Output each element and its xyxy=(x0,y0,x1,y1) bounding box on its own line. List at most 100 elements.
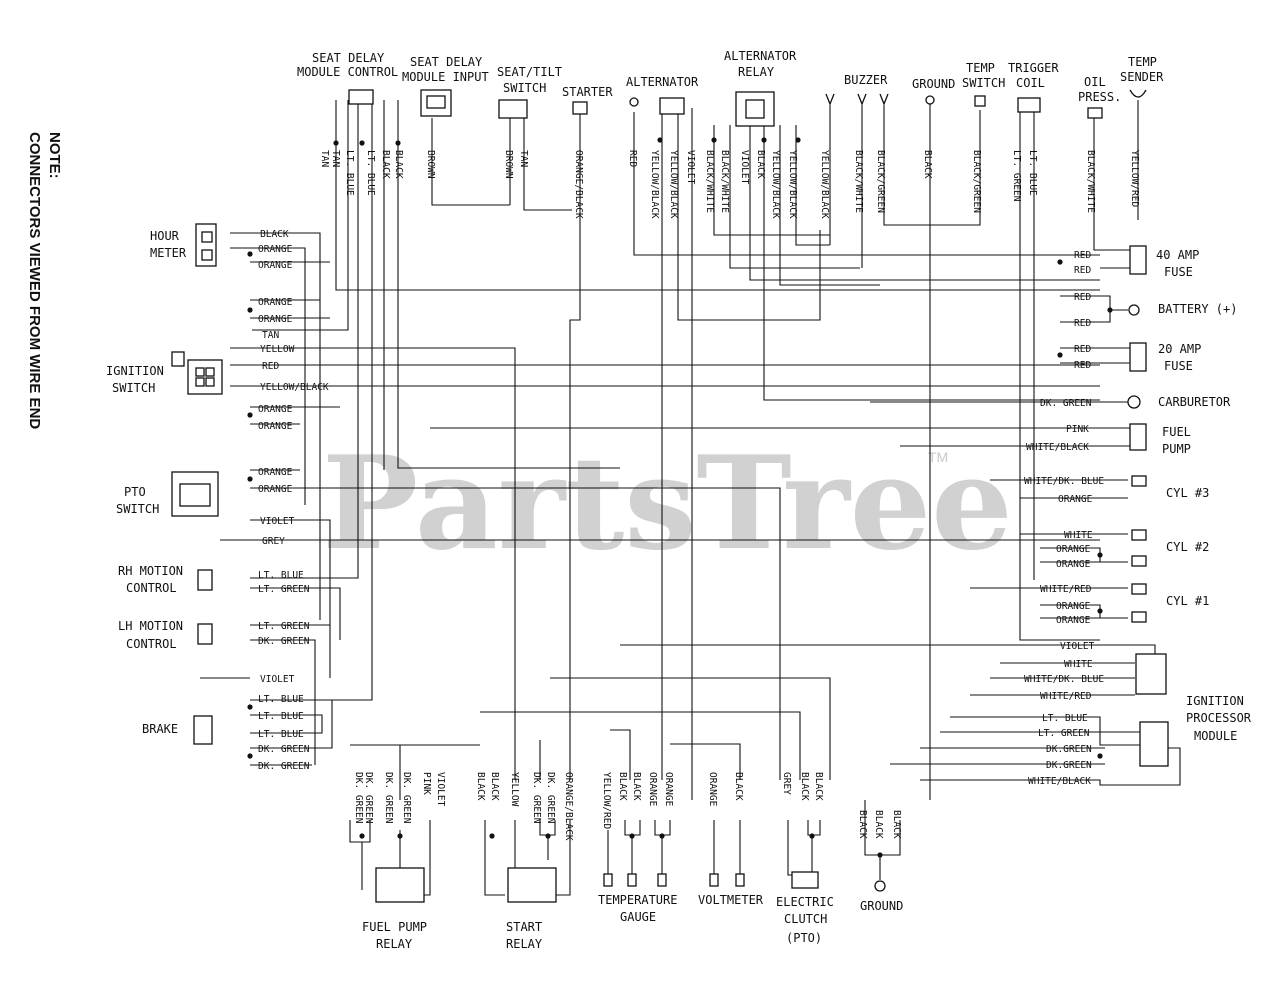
wire-orange-black xyxy=(569,112,581,780)
label-seat-tilt-1: SEAT/TILT xyxy=(497,65,562,79)
temp-gauge-terminal-3 xyxy=(657,873,667,887)
ground-bottom-terminal xyxy=(874,880,886,892)
voltmeter-terminal-2 xyxy=(735,873,745,887)
label-alternator: ALTERNATOR xyxy=(626,75,699,89)
fuse-20-holder xyxy=(1129,342,1147,372)
wl-left: LT. BLUE xyxy=(258,729,304,740)
wl-top: BLACK/WHITE xyxy=(704,150,715,213)
wl-bottom: DK. GREEN xyxy=(545,772,556,824)
wires xyxy=(200,100,1181,896)
wl-top: BLACK/WHITE xyxy=(1085,150,1096,213)
wl-right: WHITE xyxy=(1064,530,1093,541)
wl-left: BLACK xyxy=(260,229,289,240)
alternator-connector xyxy=(659,97,685,115)
watermark: PartsTree TM xyxy=(322,429,1013,579)
wl-left: ORANGE xyxy=(258,404,293,415)
wire-orange-h8 xyxy=(250,487,781,780)
wl-right: LT. GREEN xyxy=(1038,728,1090,739)
wl-left: VIOLET xyxy=(260,674,295,685)
wl-left: TAN xyxy=(262,330,279,341)
wl-left: YELLOW xyxy=(260,344,295,355)
ignition-processor-connector xyxy=(1139,721,1169,767)
wl-right: WHITE/RED xyxy=(1040,584,1092,595)
label-lh-motion-2: CONTROL xyxy=(126,637,177,651)
wl-left: YELLOW/BLACK xyxy=(260,382,329,393)
wire-labels-left: BLACK ORANGE ORANGE ORANGE ORANGE TAN YE… xyxy=(258,229,329,772)
wire-yellow-black-3 xyxy=(779,125,880,286)
alternator-terminal xyxy=(629,97,639,107)
wl-left: RED xyxy=(262,361,279,372)
alternator-relay-connector xyxy=(735,91,775,127)
wire-white-black-r2 xyxy=(920,747,1181,786)
wl-right: DK. GREEN xyxy=(1040,398,1092,409)
trigger-coil-connector xyxy=(1017,97,1041,113)
wire-black-3 xyxy=(763,125,1100,401)
label-battery: BATTERY (+) xyxy=(1158,302,1237,316)
label-pto-switch-1: PTO xyxy=(124,485,146,499)
label-ignition-switch-1: IGNITION xyxy=(106,364,164,378)
wl-right: RED xyxy=(1074,318,1091,329)
label-hour-meter-2: METER xyxy=(150,246,187,260)
wire-tan-2 xyxy=(252,100,349,331)
wire-black-white-4 xyxy=(1093,118,1100,251)
fuel-pump-connector xyxy=(1129,423,1147,451)
wl-top: YELLOW/BLACK xyxy=(668,150,679,219)
cyl3-connector-a xyxy=(1131,475,1147,487)
wl-right: DK.GREEN xyxy=(1046,744,1092,755)
wl-left: LT. BLUE xyxy=(258,570,304,581)
label-buzzer: BUZZER xyxy=(844,73,888,87)
wl-top: VIOLET xyxy=(685,150,696,185)
wire-yellow-black-2 xyxy=(677,108,821,321)
wire-lt-blue xyxy=(250,100,359,579)
temp-sender-terminal xyxy=(1129,89,1147,98)
label-cyl3: CYL #3 xyxy=(1166,486,1209,500)
label-fuse-20-2: FUSE xyxy=(1164,359,1193,373)
wl-right: ORANGE xyxy=(1056,559,1091,570)
wl-bottom: PINK xyxy=(421,772,432,795)
label-trigger-coil-2: COIL xyxy=(1016,76,1045,90)
watermark-text: PartsTree xyxy=(322,429,1013,579)
label-seat-tilt-2: SWITCH xyxy=(503,81,546,95)
wl-left: ORANGE xyxy=(258,297,293,308)
wire-labels-bottom: DK. GREEN DK. GREEN DK. GREEN DK. GREEN … xyxy=(353,772,902,841)
wl-top: YELLOW/BLACK xyxy=(819,150,830,219)
wire-black-white xyxy=(713,125,830,236)
label-carburetor: CARBURETOR xyxy=(1158,395,1231,409)
wire-yellow-h xyxy=(230,347,516,780)
wl-bottom: BLACK xyxy=(475,772,486,801)
label-fuel-pump-relay-1: FUEL PUMP xyxy=(362,920,427,934)
wl-left: ORANGE xyxy=(258,484,293,495)
connectors xyxy=(171,89,1169,903)
label-lh-motion-1: LH MOTION xyxy=(118,619,183,633)
label-cyl2: CYL #2 xyxy=(1166,540,1209,554)
fuse-40-holder xyxy=(1129,245,1147,275)
wl-right: ORANGE xyxy=(1056,615,1091,626)
label-alternator-relay-1: ALTERNATOR xyxy=(724,49,797,63)
wl-top: YELLOW/RED xyxy=(1129,150,1140,207)
wl-top: BLACK/WHITE xyxy=(719,150,730,213)
electric-clutch-connector xyxy=(791,871,819,889)
wl-top: BLACK/GREEN xyxy=(875,150,886,213)
wl-left: DK. GREEN xyxy=(258,744,310,755)
ignition-switch-aux xyxy=(171,351,185,367)
wire-ec-2 xyxy=(807,820,821,836)
battery-terminal xyxy=(1128,304,1140,316)
wire-labels-top: TAN TAN LT. BLUE LT. BLUE BLACK BLACK BR… xyxy=(319,150,1140,219)
wl-right: LT. BLUE xyxy=(1042,713,1088,724)
wire-lt-green xyxy=(1019,110,1100,641)
label-rh-motion-1: RH MOTION xyxy=(118,564,183,578)
wl-bottom: BLACK xyxy=(489,772,500,801)
wl-right: RED xyxy=(1074,250,1091,261)
wl-right: WHITE/DK. BLUE xyxy=(1024,476,1104,487)
wl-bottom: GREY xyxy=(781,772,792,795)
wire-sr-1 xyxy=(484,820,505,896)
wl-left: LT. GREEN xyxy=(258,584,310,595)
wl-bottom: ORANGE xyxy=(663,772,674,807)
wl-left: LT. GREEN xyxy=(258,621,310,632)
wl-left: LT. BLUE xyxy=(258,711,304,722)
wl-bottom: BLACK xyxy=(873,810,884,839)
wl-top: LT. BLUE xyxy=(344,150,355,196)
label-oil-press-2: PRESS. xyxy=(1078,90,1121,104)
wl-top: YELLOW/BLACK xyxy=(770,150,781,219)
label-seat-delay-input-1: SEAT DELAY xyxy=(410,55,483,69)
